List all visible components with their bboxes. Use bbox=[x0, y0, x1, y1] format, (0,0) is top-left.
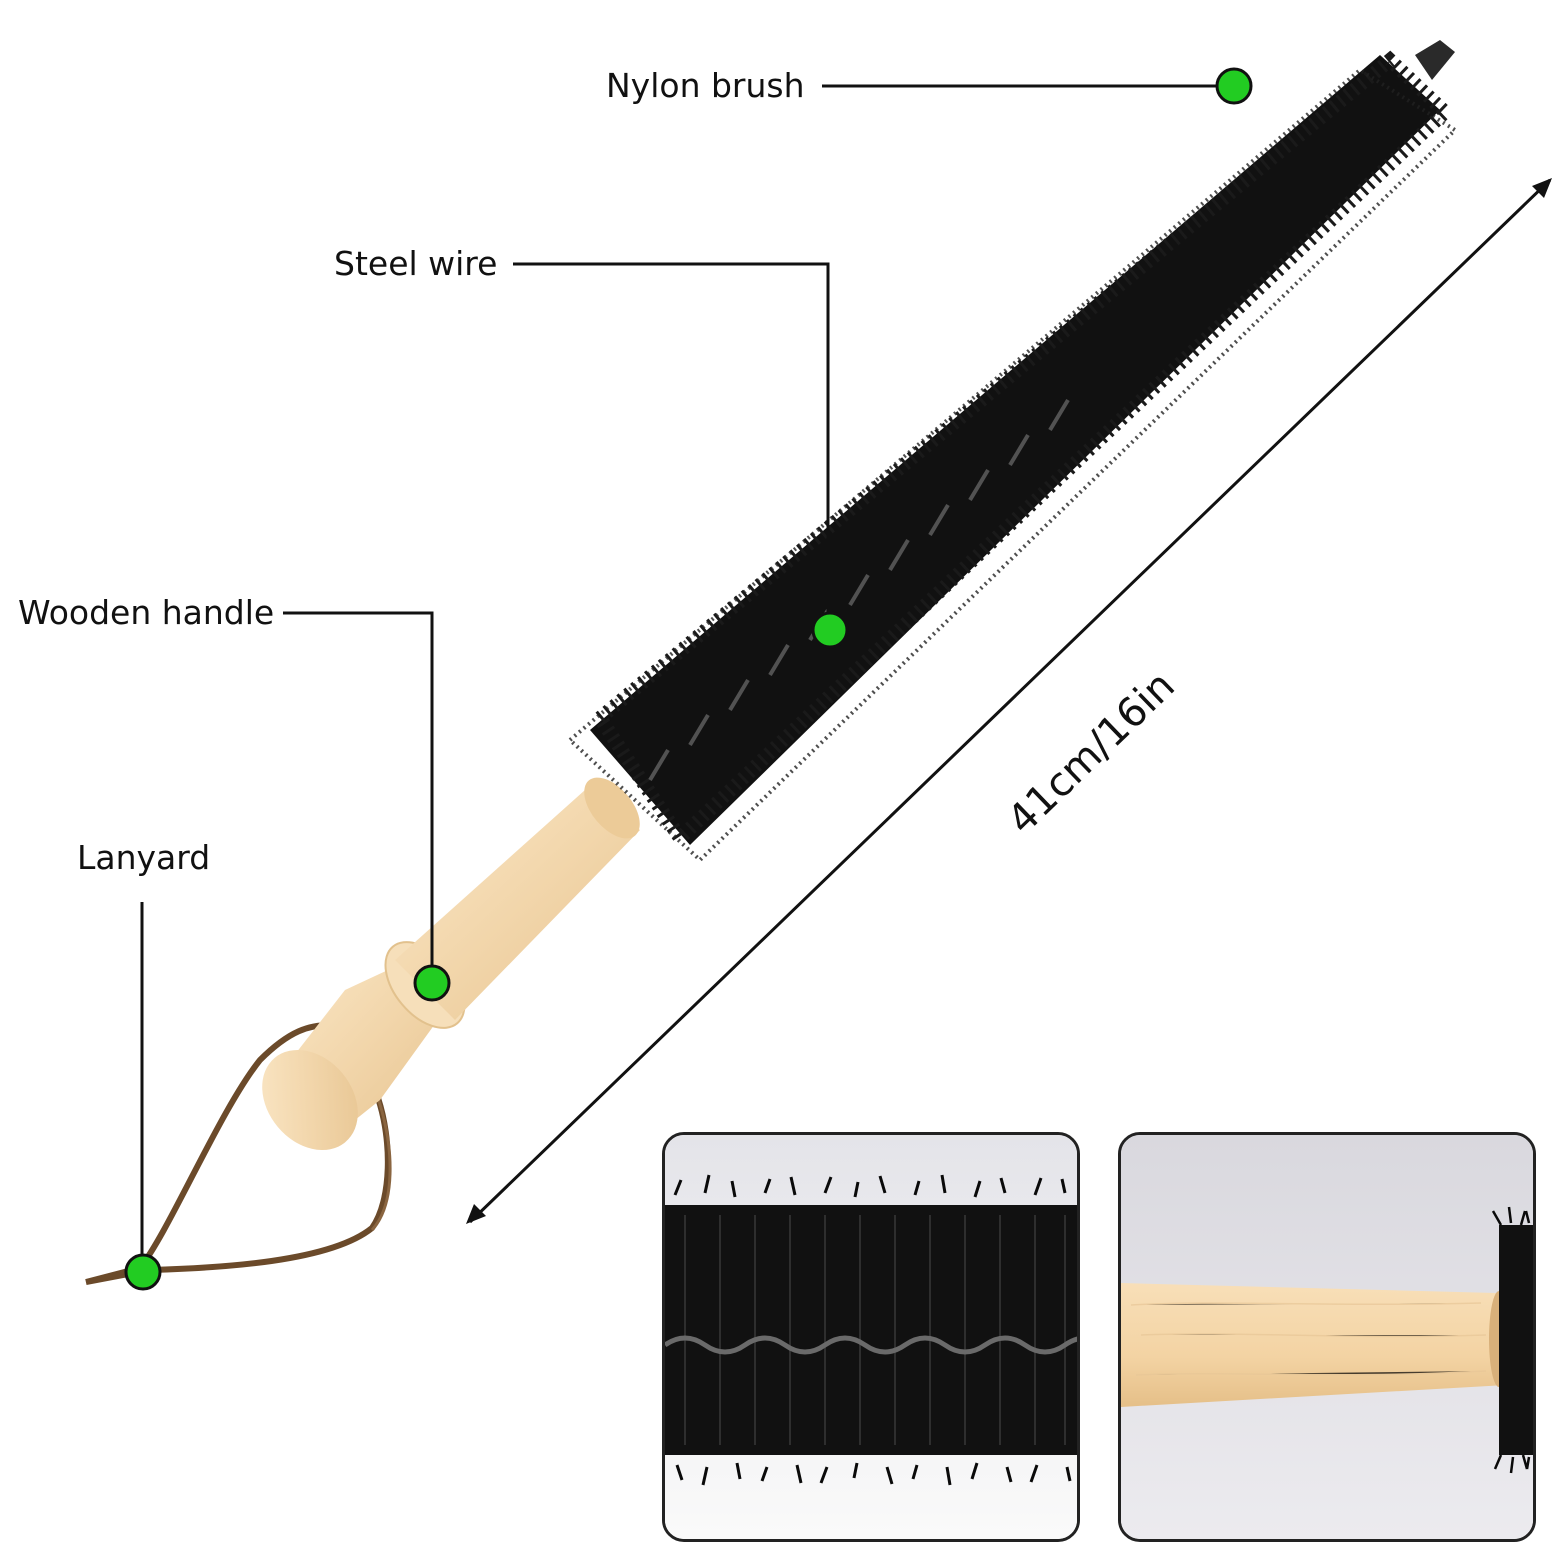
markers bbox=[124, 67, 1253, 1291]
marker-steel-wire bbox=[811, 611, 849, 649]
bristle-closeup-image bbox=[665, 1135, 1077, 1539]
handle-closeup-image bbox=[1121, 1135, 1533, 1539]
leader-wooden-handle bbox=[283, 611, 434, 980]
marker-lanyard bbox=[124, 1253, 162, 1291]
marker-wooden-handle bbox=[413, 964, 451, 1002]
label-wooden-handle: Wooden handle bbox=[18, 593, 275, 632]
marker-nylon-brush bbox=[1215, 67, 1253, 105]
wooden-handle-shape bbox=[262, 777, 640, 1151]
dimension-arrow bbox=[466, 178, 1552, 1224]
inset-handle-closeup bbox=[1118, 1132, 1536, 1542]
label-steel-wire: Steel wire bbox=[334, 244, 498, 283]
leader-steel-wire bbox=[513, 262, 830, 628]
inset-bristle-closeup bbox=[662, 1132, 1080, 1542]
nylon-brush-bristles bbox=[566, 40, 1459, 863]
leader-lines bbox=[140, 84, 1218, 1270]
label-lanyard: Lanyard bbox=[77, 838, 211, 877]
label-nylon-brush: Nylon brush bbox=[606, 66, 805, 105]
